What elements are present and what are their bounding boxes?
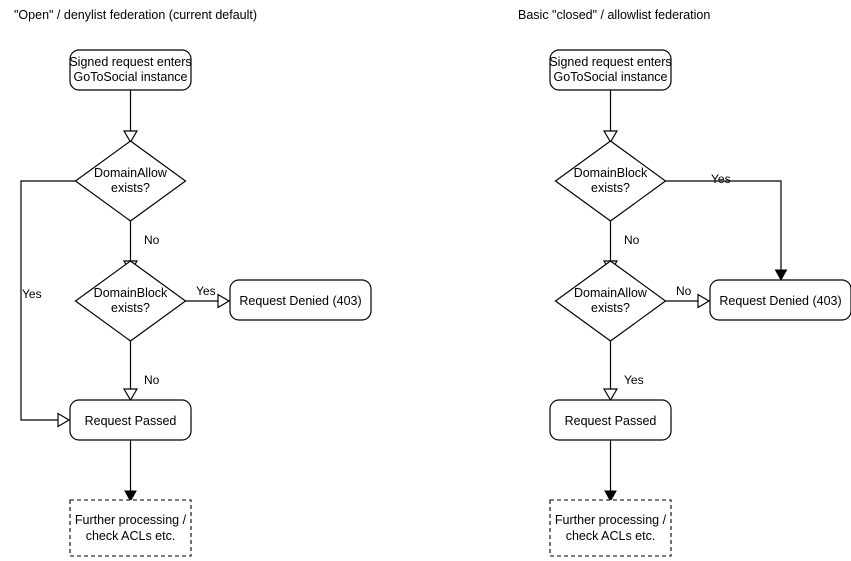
edge-line [20,180,76,421]
node-domain-block-line2: exists? [591,181,630,195]
edge-domainallow-no-right: No [665,284,711,309]
edge-passed-to-further-right [604,440,617,503]
panel-closed-allowlist: Basic "closed" / allowlist federation Si… [518,8,851,557]
node-denied-shape [709,279,851,321]
arrowhead-open [217,293,231,309]
edge-domainblock-yes-left: Yes [185,284,231,309]
edge-label-yes: Yes [22,287,42,301]
panel-title-closed-allowlist: Basic "closed" / allowlist federation [518,8,710,22]
edge-label-no: No [144,373,160,387]
node-denied-label: Request Denied (403) [239,294,361,308]
arrowhead-open [602,130,619,144]
node-entry-left: Signed request enters GoToSocial instanc… [69,49,192,91]
node-further-shape [69,499,192,557]
edge-label-yes: Yes [624,373,644,387]
node-entry-line1: Signed request enters [69,55,191,69]
node-further-line1: Further processing / [75,513,187,527]
arrowhead-filled [604,490,617,503]
node-passed-label: Request Passed [85,414,177,428]
node-passed-label: Request Passed [565,414,657,428]
node-domain-block-right: DomainBlock exists? [554,140,667,222]
edge-label-no: No [676,284,692,298]
node-denied-label: Request Denied (403) [719,294,841,308]
node-domain-allow-line1: DomainAllow [94,166,168,180]
node-passed-right: Request Passed [549,399,672,441]
node-domain-allow-line2: exists? [111,181,150,195]
node-domain-block-left: DomainBlock exists? [74,260,187,342]
node-further-line2: check ACLs etc. [86,529,176,543]
node-domain-allow-line1: DomainAllow [574,286,648,300]
node-further-line1: Further processing / [555,513,667,527]
node-entry-line1: Signed request enters [549,55,671,69]
edge-domainblock-yes-right: Yes [665,172,788,282]
node-further-shape [549,499,672,557]
arrowhead-open [122,130,139,144]
edge-entry-to-domainblock-right [602,90,619,144]
node-entry-line2: GoToSocial instance [74,70,188,84]
arrowhead-open [122,388,139,402]
node-further-right: Further processing / check ACLs etc. [549,499,672,557]
panel-title-open-denylist: "Open" / denylist federation (current de… [14,8,257,22]
node-denied-left: Request Denied (403) [229,279,372,321]
node-domain-block-line2: exists? [111,301,150,315]
arrowhead-filled [774,269,788,282]
node-further-line2: check ACLs etc. [566,529,656,543]
node-domain-allow-line2: exists? [591,301,630,315]
edge-domainblock-no-left: No [122,341,160,402]
edge-domainallow-yes-left: Yes [20,180,76,428]
node-domain-allow-right: DomainAllow exists? [554,260,667,342]
arrowhead-open [602,388,619,402]
node-entry-right: Signed request enters GoToSocial instanc… [549,49,672,91]
panel-open-denylist: "Open" / denylist federation (current de… [14,8,372,557]
node-passed-left: Request Passed [69,399,192,441]
node-further-left: Further processing / check ACLs etc. [69,499,192,557]
node-denied-right: Request Denied (403) [709,279,851,321]
edge-label-no: No [144,233,160,247]
edge-label-no: No [624,233,640,247]
edge-line [665,180,782,272]
edge-domainallow-yes-right: Yes [602,341,644,402]
node-entry-line2: GoToSocial instance [554,70,668,84]
node-domain-allow-left: DomainAllow exists? [74,140,187,222]
edge-passed-to-further-left [124,440,137,503]
edge-entry-to-domainallow-left [122,90,139,144]
edge-label-yes: Yes [196,284,216,298]
arrowhead-open [57,412,71,428]
edge-label-yes: Yes [711,172,731,186]
node-denied-shape [229,279,372,321]
arrowhead-open [697,293,711,309]
node-domain-block-line1: DomainBlock [94,286,168,300]
node-domain-block-line1: DomainBlock [574,166,648,180]
arrowhead-filled [124,490,137,503]
